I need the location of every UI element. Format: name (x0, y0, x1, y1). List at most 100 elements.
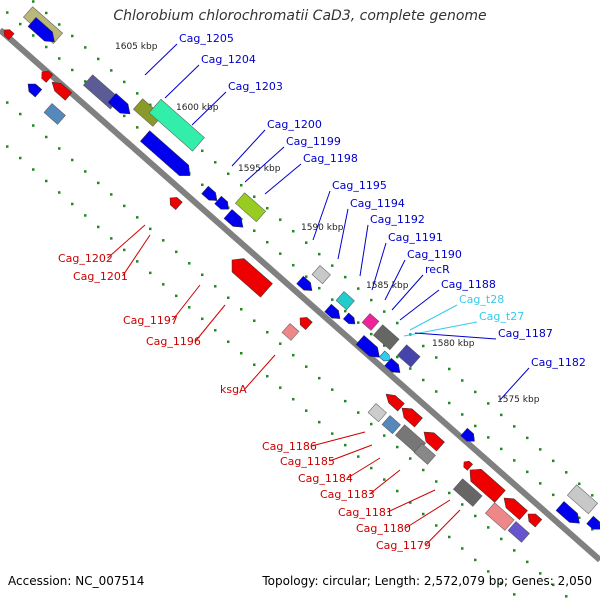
gc-dot (396, 355, 399, 359)
feature-box-shape (43, 103, 66, 125)
gc-dot (45, 45, 48, 49)
gc-dot (136, 126, 139, 129)
gene-label: Cag_1202 (58, 252, 113, 265)
gc-dot (461, 413, 464, 416)
gc-dot (227, 296, 230, 300)
gc-dot (474, 558, 477, 562)
feature-box (148, 98, 205, 152)
gc-dot (448, 491, 451, 495)
gene-label: Cag_1182 (531, 356, 586, 369)
gc-dot (266, 240, 269, 244)
feature-box (567, 484, 598, 515)
gc-dot (201, 183, 204, 187)
label-leader-line (387, 489, 436, 513)
gc-dot (84, 46, 87, 49)
gene-feature (503, 497, 528, 521)
gc-dot (84, 80, 87, 83)
label-leader-line (144, 43, 178, 76)
gc-dot (552, 459, 555, 463)
gene-arrow-shape (41, 70, 54, 83)
gc-dot (409, 457, 412, 460)
gene-feature (41, 70, 54, 83)
feature-box (235, 192, 266, 223)
feature-box-shape (235, 192, 266, 223)
gc-dot (279, 342, 282, 345)
gene-feature (299, 317, 313, 331)
label-leader-line (499, 367, 530, 401)
gene-feature (460, 427, 475, 442)
gc-dot (513, 425, 516, 428)
gc-dot (201, 317, 204, 321)
gc-dot (461, 379, 464, 382)
gc-dot (357, 411, 360, 414)
gene-label: Cag_1192 (370, 213, 425, 226)
feature-box (311, 265, 331, 285)
gene-arrow-shape (201, 185, 218, 201)
gc-dot (539, 448, 542, 451)
feature-box (367, 403, 387, 423)
gc-dot (357, 287, 360, 290)
label-leader-line (399, 289, 440, 321)
gene-label: Cag_1204 (201, 53, 256, 66)
gene-feature (3, 29, 15, 40)
map-title: Chlorobium chlorochromatii CaD3, complet… (113, 8, 487, 24)
gene-arrow-shape (27, 17, 55, 43)
scale-tick-label: 1585 kbp (366, 281, 409, 291)
gc-dot (331, 298, 334, 301)
label-leader-line (195, 304, 226, 342)
gc-dot (214, 161, 217, 164)
label-leader-line (405, 499, 451, 529)
feature-box (133, 98, 163, 127)
gene-feature (169, 197, 183, 211)
gc-dot (500, 537, 503, 541)
gene-feature (384, 357, 401, 373)
gene-feature (107, 93, 131, 115)
gc-dot (539, 482, 542, 485)
gc-dot (409, 367, 412, 370)
feature-box (397, 344, 421, 368)
gene-label: Cag_1184 (298, 472, 353, 485)
label-leader-line (122, 234, 151, 277)
gc-dot (6, 11, 9, 14)
gene-feature (379, 350, 390, 362)
gc-dot (305, 241, 308, 244)
gc-dot (383, 434, 386, 437)
feature-box-shape (361, 313, 380, 331)
gene-feature (355, 335, 380, 358)
gene-feature (201, 185, 218, 201)
gc-dot (370, 466, 373, 470)
gene-feature (324, 303, 341, 319)
gene-arrow-shape (296, 275, 313, 291)
gc-dot (58, 191, 61, 194)
gene-arrow-shape (503, 497, 528, 521)
gc-dot (123, 248, 126, 252)
feature-box (381, 415, 401, 435)
gc-dot (487, 526, 490, 529)
feature-box-shape (148, 98, 205, 152)
gene-label: Cag_1185 (280, 455, 335, 468)
label-leader-line (191, 91, 227, 126)
gc-dot (149, 103, 152, 107)
gc-dot (162, 283, 165, 286)
label-leader-line (172, 284, 201, 321)
gc-dot (578, 516, 581, 520)
gene-feature (231, 258, 273, 298)
gc-dot (240, 352, 243, 355)
gc-dot (383, 478, 386, 481)
gc-dot (357, 321, 360, 324)
gc-dot (448, 367, 451, 371)
gc-dot (500, 413, 503, 417)
feature-box-shape (367, 403, 387, 423)
feature-tracks (3, 6, 600, 543)
label-leader-line (425, 509, 461, 546)
gc-dot (110, 69, 113, 72)
gc-dot (19, 156, 22, 160)
gc-dot (474, 390, 477, 394)
gene-label: Cag_1181 (338, 506, 393, 519)
gc-dot (292, 353, 295, 357)
gene-feature (343, 312, 356, 325)
feature-box (43, 103, 66, 125)
gene-arrow-shape (3, 29, 15, 40)
gc-dot (318, 420, 321, 424)
